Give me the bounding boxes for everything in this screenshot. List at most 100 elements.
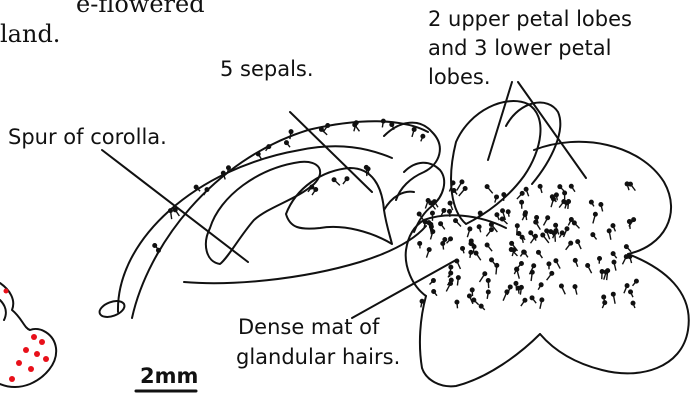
glandular-hair-head <box>285 141 289 145</box>
glandular-hair-head <box>432 279 436 283</box>
distribution-map-outline <box>0 283 56 387</box>
glandular-hair-head <box>549 230 553 234</box>
label-petals-line-1: 2 upper petal lobes <box>428 6 632 33</box>
glandular-hair-head <box>353 123 357 127</box>
glandular-hair-head <box>523 298 527 302</box>
caption-fragment-line-1: e-flowered <box>76 0 205 18</box>
glandular-hair-head <box>267 145 271 149</box>
glandular-hair-head <box>515 267 519 271</box>
caption-fragment-line-2: land. <box>0 20 60 48</box>
glandular-hair-head <box>427 248 431 252</box>
glandular-hair-head <box>452 189 456 193</box>
glandular-hair-head <box>514 282 518 286</box>
glandular-hair-head <box>320 128 324 132</box>
glandular-hair-head <box>517 232 521 236</box>
glandular-hair-head <box>472 298 476 302</box>
glandular-hair-head <box>443 238 447 242</box>
glandular-hair-head <box>604 270 608 274</box>
glandular-hair-head <box>461 247 465 251</box>
lower-petal-lobe-right <box>534 142 689 374</box>
glandular-hair-head <box>569 184 573 188</box>
glandular-hair-head <box>598 257 602 261</box>
glandular-hair-head <box>205 188 209 192</box>
label-petals-line-2: and 3 lower petal <box>428 35 612 62</box>
glandular-hair-head <box>590 200 594 204</box>
glandular-hair-head <box>558 185 562 189</box>
leader-sepals <box>290 112 372 192</box>
map-record-dots <box>4 289 50 383</box>
scale-bar-label: 2mm <box>140 364 198 388</box>
glandular-hair-head <box>469 242 473 246</box>
glandular-hair-head <box>600 270 604 274</box>
glandular-hair-head <box>573 221 577 225</box>
glandular-hair-head <box>365 166 369 170</box>
glandular-hair-head <box>516 224 520 228</box>
sepal-upper <box>384 123 440 200</box>
glandular-hair-head <box>495 213 499 217</box>
glandular-hair-head <box>449 237 453 241</box>
glandular-hair-head <box>222 171 226 175</box>
glandular-hair-head <box>520 200 524 204</box>
glandular-hair-head <box>332 178 336 182</box>
glandular-hair-head <box>550 272 554 276</box>
glandular-hair-head <box>431 211 435 215</box>
glandular-hair-head <box>553 231 557 235</box>
glandular-hair-head <box>629 290 633 294</box>
glandular-hair-head <box>599 203 603 207</box>
glandular-hair-head <box>460 180 464 184</box>
glandular-hair-head <box>555 193 559 197</box>
glandular-hair-head <box>520 192 524 196</box>
glandular-hair-head <box>535 216 539 220</box>
glandular-hair-head <box>591 233 595 237</box>
glandular-hair-head <box>449 282 453 286</box>
glandular-hair-head <box>451 181 455 185</box>
glandular-hair-head <box>314 188 318 192</box>
glandular-hair-head <box>421 134 425 138</box>
glandular-hair-head <box>534 234 538 238</box>
map-dot <box>9 376 15 382</box>
glandular-hair-head <box>448 210 452 214</box>
glandular-hair-head <box>310 185 314 189</box>
glandular-hair-head <box>576 240 580 244</box>
glandular-hair-head <box>560 284 564 288</box>
label-hairs-line-1: Dense mat of <box>238 314 379 341</box>
glandular-hair-head <box>474 251 478 255</box>
glandular-hair-head <box>546 216 550 220</box>
glandular-hair-head <box>432 290 436 294</box>
glandular-hair-head <box>454 219 458 223</box>
glandular-hair-head <box>565 227 569 231</box>
map-dot <box>23 347 29 353</box>
glandular-hair-head <box>483 272 487 276</box>
glandular-hair-head <box>545 229 549 233</box>
glandular-hair-head <box>169 209 173 213</box>
glandular-hair-head <box>439 222 443 226</box>
glandular-hair-head <box>530 270 534 274</box>
glandular-hair-head <box>485 243 489 247</box>
label-hairs-line-2: glandular hairs. <box>236 344 400 371</box>
glandular-hair-head <box>509 248 513 252</box>
glandular-hair-head <box>631 301 635 305</box>
glandular-hair-head <box>552 197 556 201</box>
glandular-hair-head <box>457 276 461 280</box>
glandular-hair-head <box>570 218 574 222</box>
glandular-hair-head <box>486 290 490 294</box>
spur-outline <box>132 121 428 318</box>
glandular-hair-head <box>418 242 422 246</box>
glandular-hair-head <box>530 296 534 300</box>
glandular-hair-head <box>562 200 566 204</box>
glandular-hair-head <box>469 251 473 255</box>
glandular-hair-head <box>607 229 611 233</box>
glandular-hair-head <box>523 213 527 217</box>
glandular-hair-head <box>629 182 633 186</box>
glandular-hair-head <box>502 193 506 197</box>
glandular-hair-head <box>256 152 260 156</box>
glandular-hair-head <box>612 260 616 264</box>
glandular-hair-head <box>573 259 577 263</box>
glandular-hair-head <box>573 285 577 289</box>
spur-cut-end <box>97 298 126 320</box>
glandular-hair-head <box>611 252 615 256</box>
petal-inner-edge <box>424 215 506 228</box>
glandular-hair-head <box>477 225 481 229</box>
glandular-hair-head <box>541 233 545 237</box>
glandular-hair-head <box>547 262 551 266</box>
